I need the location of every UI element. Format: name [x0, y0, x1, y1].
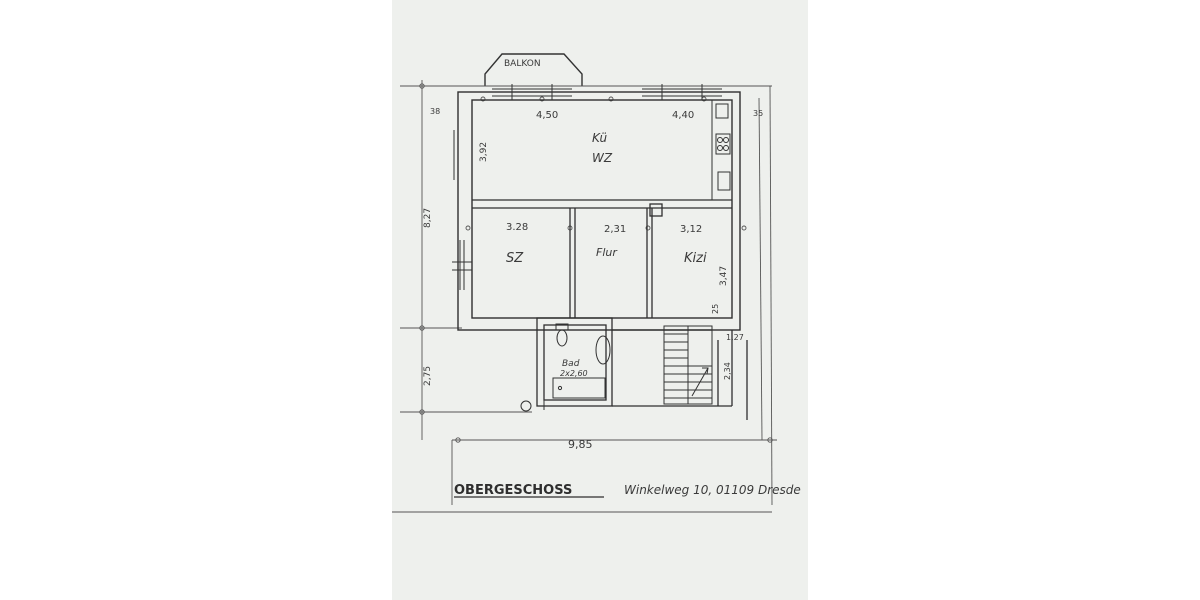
left-windows — [452, 130, 472, 290]
top-windows — [492, 84, 722, 100]
room-label-kueche: Kü — [592, 131, 608, 145]
dimension-lines — [392, 80, 777, 513]
dim-right-margin: 35 — [753, 109, 763, 118]
plan-sheet: BALKON — [392, 0, 808, 600]
room-label-kinderzimmer: Kizi — [684, 251, 707, 266]
staircase — [663, 325, 713, 405]
outer-walls — [457, 91, 741, 331]
dim-kizi-depth: 3,47 — [719, 266, 729, 286]
dim-sz-width: 3.28 — [506, 222, 528, 233]
dim-stair-width: 1,27 — [726, 333, 744, 342]
interior-walls — [472, 199, 732, 318]
dim-stair-depth: 2,34 — [723, 362, 732, 380]
plan-address: Winkelweg 10, 01109 Dresde — [624, 483, 801, 497]
kitchen-unit — [711, 99, 733, 201]
floor-plan-drawing: BALKON — [392, 53, 801, 513]
room-label-flur: Flur — [596, 246, 618, 259]
room-label-wohnzimmer: WZ — [592, 151, 613, 165]
dim-flur-width: 2,31 — [604, 224, 626, 235]
balcony-label: BALKON — [504, 59, 541, 69]
dim-lower-depth: 2,75 — [423, 366, 433, 386]
dim-living-width: 4,40 — [672, 110, 694, 121]
dim-kizi-width: 3,12 — [680, 224, 702, 235]
dim-kitchen-width: 4,50 — [536, 110, 558, 121]
bath-fixtures — [520, 323, 611, 412]
room-label-schlafzimmer: SZ — [506, 251, 524, 266]
room-label-bad: Bad — [562, 359, 580, 369]
dim-wall-small: 25 — [711, 304, 720, 314]
plan-title: OBERGESCHOSS — [454, 483, 572, 498]
dim-total-width: 9,85 — [568, 438, 593, 451]
dim-kitchen-depth: 3,92 — [479, 142, 489, 162]
dim-left-margin: 38 — [430, 107, 440, 116]
room-label-bad-size: 2x2,60 — [560, 369, 588, 378]
dim-total-depth: 8,27 — [423, 208, 433, 228]
balcony-outline — [484, 53, 583, 86]
